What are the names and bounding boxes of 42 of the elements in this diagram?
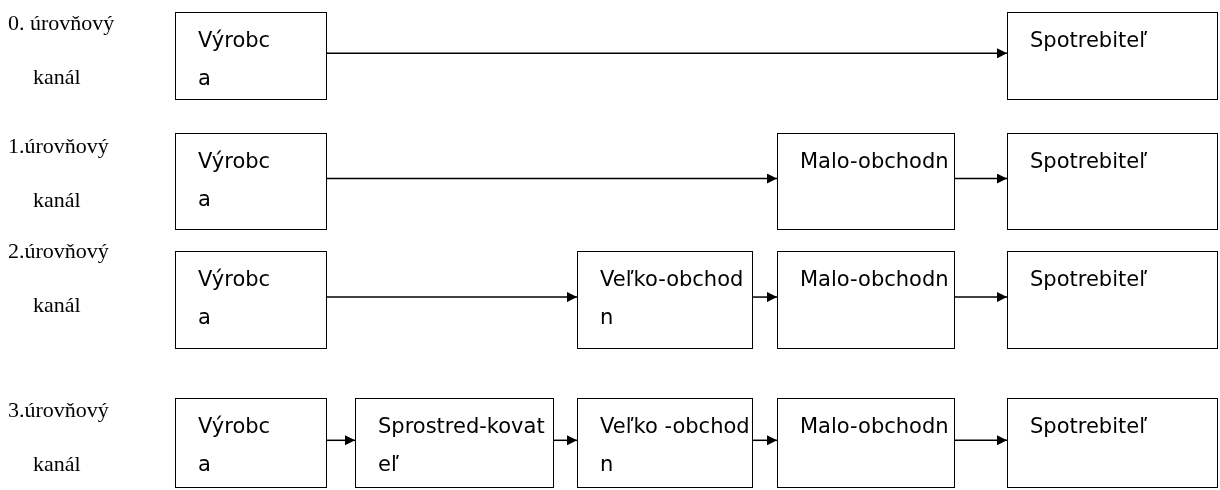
process-box	[577, 398, 753, 488]
arrow	[326, 173, 778, 184]
box-label: Výrobca	[198, 413, 272, 478]
arrow	[553, 435, 578, 446]
arrow	[954, 435, 1008, 446]
process-box	[1007, 398, 1218, 488]
arrow	[752, 435, 778, 446]
box-label: Malo-obchodn	[800, 148, 950, 175]
arrow	[326, 292, 578, 303]
process-box	[577, 251, 753, 349]
arrow	[954, 173, 1008, 184]
arrow	[752, 292, 778, 303]
box-label: Malo-obchodn	[800, 413, 950, 440]
process-box	[175, 12, 327, 100]
process-box	[1007, 251, 1218, 349]
arrow	[326, 435, 356, 446]
process-box	[175, 398, 327, 488]
process-box	[777, 398, 955, 488]
arrow	[326, 48, 1008, 59]
box-label: Spotrebiteľ	[1030, 148, 1149, 175]
arrow	[954, 292, 1008, 303]
process-box	[1007, 12, 1218, 100]
box-label: Spotrebiteľ	[1030, 266, 1149, 293]
process-box	[175, 133, 327, 230]
box-label: Spotrebiteľ	[1030, 413, 1149, 440]
box-label: Veľko -obchodn	[600, 413, 751, 478]
process-box	[175, 251, 327, 349]
process-box	[777, 133, 955, 230]
row-label: 3.úrovňový kanál	[8, 396, 110, 478]
row-label: 0. úrovňový kanál	[8, 9, 116, 91]
process-box	[1007, 133, 1218, 230]
box-label: Výrobca	[198, 148, 272, 213]
box-label: Výrobca	[198, 27, 272, 92]
box-label: Veľko-obchodn	[600, 266, 745, 331]
box-label: Sprostred-kovateľ	[378, 413, 546, 478]
process-box	[777, 251, 955, 349]
box-label: Výrobca	[198, 266, 272, 331]
box-label: Spotrebiteľ	[1030, 27, 1149, 54]
row-label: 2.úrovňový kanál	[8, 237, 110, 319]
process-box	[355, 398, 554, 488]
row-label: 1.úrovňový kanál	[8, 132, 110, 214]
box-label: Malo-obchodn	[800, 266, 950, 293]
